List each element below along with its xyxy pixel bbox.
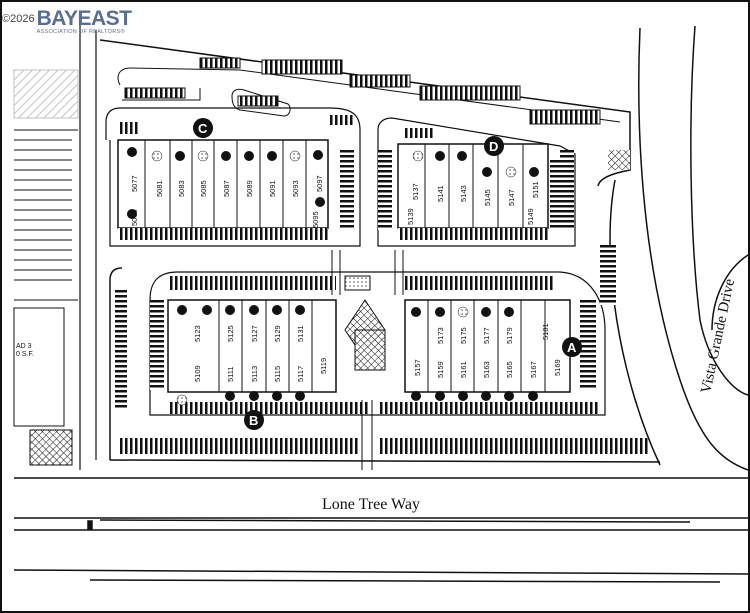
unit-5113: 5113	[250, 366, 259, 382]
unit-5149: 5149	[526, 208, 535, 225]
unit-5117: 5117	[296, 366, 305, 382]
building-d-label: D	[489, 139, 498, 154]
unit-5089: 5089	[245, 180, 254, 197]
lone-tree-way-label: Lone Tree Way	[322, 496, 420, 513]
unit-5177: 5177	[482, 327, 491, 344]
unit-5137: 5137	[411, 183, 420, 200]
unit-5145: 5145	[483, 189, 492, 206]
unit-5165: 5165	[505, 361, 514, 378]
left-sign-line1: AD 3	[16, 343, 32, 350]
unit-5181: 5181	[541, 323, 550, 340]
building-a-marker	[562, 337, 582, 357]
building-a-label: A	[567, 340, 577, 355]
east-parking	[560, 150, 630, 305]
building-c-label: C	[198, 121, 208, 136]
unit-5151: 5151	[531, 181, 540, 198]
building-c-marker	[193, 118, 213, 138]
unit-5079: 5079	[130, 209, 139, 226]
unit-5085: 5085	[199, 180, 208, 197]
left-sign-line2: 0 S.F.	[16, 351, 34, 358]
unit-5129: 5129	[273, 325, 282, 342]
unit-5127: 5127	[250, 325, 259, 342]
unit-5095: 5095	[311, 211, 320, 228]
unit-5077: 5077	[130, 175, 139, 192]
unit-5093: 5093	[291, 180, 300, 197]
unit-5087: 5087	[222, 180, 231, 197]
unit-5131: 5131	[296, 325, 305, 342]
north-parking	[117, 57, 621, 125]
unit-5097: 5097	[315, 175, 324, 192]
south-complex-outline	[149, 271, 606, 416]
unit-5139: 5139	[406, 208, 415, 225]
building-d-marker	[484, 136, 504, 156]
south-parking	[115, 290, 648, 454]
bayeast-logo-brand: BAYEAST	[36, 7, 132, 30]
central-walkway	[331, 250, 404, 470]
unit-5159: 5159	[436, 361, 445, 378]
unit-5141: 5141	[436, 185, 445, 202]
unit-5163: 5163	[482, 361, 491, 378]
unit-5143: 5143	[459, 185, 468, 202]
building-b-label: B	[249, 413, 258, 428]
west-driveway	[79, 20, 97, 470]
watermark: ©2026 BAYEAST ASSOCIATION OF REALTORS®	[2, 8, 132, 35]
unit-5179: 5179	[505, 327, 514, 344]
left-parking-lot	[13, 69, 79, 466]
unit-5175: 5175	[459, 327, 468, 344]
unit-5157: 5157	[413, 359, 422, 376]
bayeast-logo-subtitle: ASSOCIATION OF REALTORS®	[36, 29, 125, 35]
unit-5109: 5109	[193, 365, 202, 382]
unit-5147: 5147	[507, 189, 516, 206]
lone-tree-way	[13, 477, 749, 583]
unit-5125: 5125	[226, 325, 235, 342]
unit-5119: 5119	[319, 358, 328, 374]
unit-5111: 5111	[226, 366, 235, 382]
unit-5123: 5123	[193, 325, 202, 342]
building-a-unit-dots	[411, 306, 538, 401]
building-d-unit-dots	[412, 150, 539, 178]
unit-5173: 5173	[436, 327, 445, 344]
building-d-footprint	[377, 117, 576, 247]
building-b-unit-dots	[176, 305, 305, 406]
unit-5091: 5091	[268, 180, 277, 197]
unit-5115: 5115	[273, 366, 282, 382]
building-c-unit-dots	[127, 147, 325, 219]
building-b-footprint	[150, 276, 368, 414]
watermark-year: ©2026	[2, 13, 35, 25]
unit-5169: 5169	[553, 359, 562, 376]
unit-5167: 5167	[529, 361, 538, 378]
unit-5161: 5161	[459, 361, 468, 378]
bayeast-logo: BAYEAST ASSOCIATION OF REALTORS®	[37, 8, 132, 35]
vista-grande-drive	[609, 25, 749, 471]
building-b-marker	[244, 410, 264, 430]
unit-5083: 5083	[177, 180, 186, 197]
unit-5081: 5081	[155, 180, 164, 197]
